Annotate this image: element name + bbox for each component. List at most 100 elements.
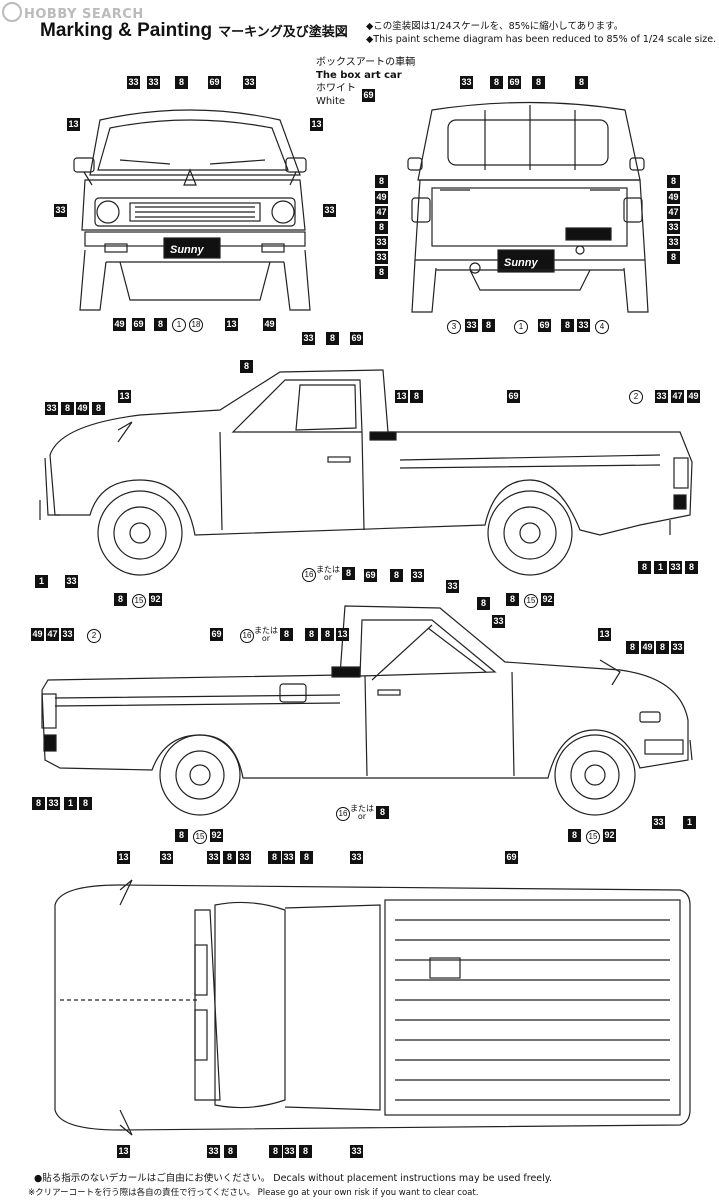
callout-label: 8 [223, 851, 236, 864]
callout-label: 33 [127, 76, 140, 89]
side-view-right [39, 369, 693, 576]
callout-label: 33 [669, 561, 682, 574]
callout-label: 33 [671, 641, 684, 654]
callout-label: 69 [210, 628, 223, 641]
callout-label: 8 [561, 319, 574, 332]
callout-label: 33 [282, 851, 295, 864]
callout-label: 49 [31, 628, 44, 641]
top-view [54, 879, 691, 1136]
callout-label: 16 [302, 568, 316, 582]
title-en: Marking & Painting [40, 20, 213, 41]
callout-label: 33 [655, 390, 668, 403]
callout-label: 69 [505, 851, 518, 864]
callout-label: 33 [147, 76, 160, 89]
callout-label: 49 [263, 318, 276, 331]
or-jp: または [316, 565, 340, 574]
callout-label: 13 [225, 318, 238, 331]
callout-label: 4 [595, 320, 609, 334]
callout-label: 49 [113, 318, 126, 331]
or-jp: または [254, 626, 278, 635]
callout-label: 8 [224, 1145, 237, 1158]
callout-label: 69 [350, 332, 363, 345]
callout-label: 33 [667, 236, 680, 249]
callout-label: 8 [79, 797, 92, 810]
callout-label: 8 [390, 569, 403, 582]
callout-label: 33 [238, 851, 251, 864]
note-jp: ◆この塗装図は1/24スケールを、85%に縮小してあります。 [366, 21, 624, 32]
callout-label: 8 [375, 266, 388, 279]
callout-label: 15 [524, 594, 538, 608]
callout-label: 8 [268, 851, 281, 864]
callout-label: 33 [350, 1145, 363, 1158]
callout-label: 92 [210, 829, 223, 842]
box-art-en: The box art car [316, 70, 402, 81]
callout-label: 8 [305, 628, 318, 641]
color-code-badge: 69 [362, 88, 375, 102]
side-view-left [41, 605, 693, 816]
callout-label: 49 [76, 402, 89, 415]
callout-label: 1 [514, 320, 528, 334]
callout-label: 33 [460, 76, 473, 89]
callout-label: 8 [506, 593, 519, 606]
callout-label: 8 [490, 76, 503, 89]
callout-label: 47 [667, 206, 680, 219]
callout-label: 92 [603, 829, 616, 842]
callout-label: 33 [54, 204, 67, 217]
color-swatch-row: ホワイト White 69 [316, 82, 415, 108]
or-en: or [261, 634, 271, 643]
callout-label: 47 [46, 628, 59, 641]
callout-label: 8 [280, 628, 293, 641]
callout-label: 8 [410, 390, 423, 403]
callout-label: 8 [300, 851, 313, 864]
callout-label: 16 [240, 629, 254, 643]
callout-label: 33 [667, 221, 680, 234]
callout-label: 33 [411, 569, 424, 582]
callout-label: 92 [149, 593, 162, 606]
callout-label: 47 [375, 206, 388, 219]
callout-label: 49 [687, 390, 700, 403]
callout-label: 33 [207, 851, 220, 864]
callout-label: 8 [342, 567, 355, 580]
callout-label: 1 [172, 318, 186, 332]
callout-label: 16 [336, 807, 350, 821]
callout-label: 8 [638, 561, 651, 574]
callout-label: 33 [302, 332, 315, 345]
front-view: Sunny [73, 109, 311, 311]
callout-label: 33 [465, 319, 478, 332]
callout-label: 33 [375, 251, 388, 264]
callout-label: 8 [321, 628, 334, 641]
callout-label: 33 [492, 615, 505, 628]
callout-label: 13 [336, 628, 349, 641]
callout-label: 1 [654, 561, 667, 574]
callout-label: 69 [507, 390, 520, 403]
callout-label: 33 [323, 204, 336, 217]
callout-label: 33 [160, 851, 173, 864]
color-name-jp: ホワイト [316, 83, 356, 94]
color-name-en: White [316, 96, 346, 107]
callout-label: 8 [656, 641, 669, 654]
callout-label: 8 [61, 402, 74, 415]
callout-label: 49 [641, 641, 654, 654]
callout-label: 13 [118, 390, 131, 403]
callout-label: 69 [208, 76, 221, 89]
callout-label: 49 [375, 191, 388, 204]
callout-label: 2 [87, 629, 101, 643]
callout-label: 13 [67, 118, 80, 131]
callout-label: 8 [477, 597, 490, 610]
callout-label: 13 [117, 851, 130, 864]
callout-label: 69 [132, 318, 145, 331]
callout-label: 3 [447, 320, 461, 334]
callout-label: 33 [652, 816, 665, 829]
callout-label: 15 [193, 830, 207, 844]
callout-label: 33 [65, 575, 78, 588]
rear-view: Sunny [407, 101, 649, 313]
callout-label: 33 [446, 580, 459, 593]
callout-label: 8 [568, 829, 581, 842]
callout-label: 1 [64, 797, 77, 810]
callout-label: 15 [586, 830, 600, 844]
callout-label: 69 [538, 319, 551, 332]
callout-label: 1 [35, 575, 48, 588]
or-en: or [323, 573, 333, 582]
callout-label: 8 [685, 561, 698, 574]
